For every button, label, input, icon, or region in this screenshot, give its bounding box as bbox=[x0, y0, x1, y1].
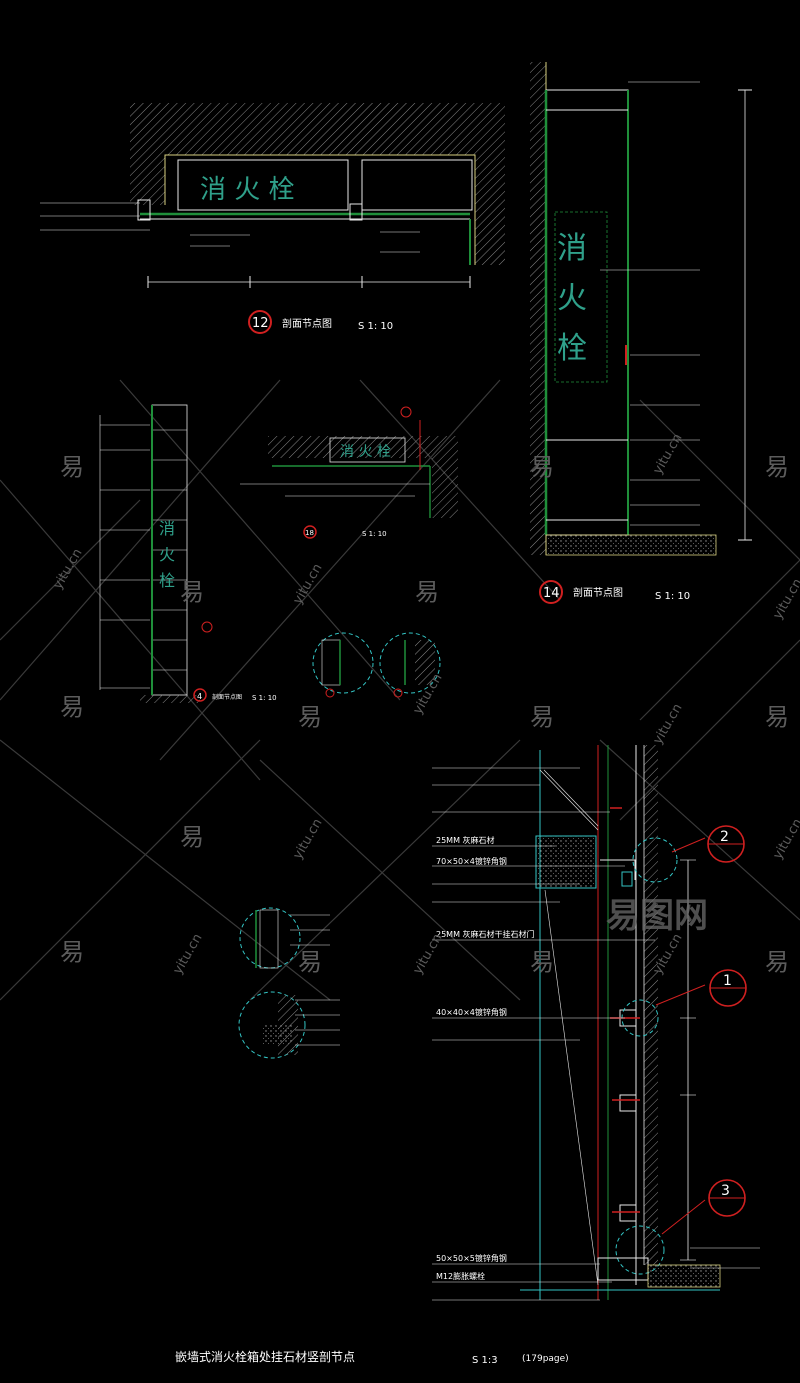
detail-18-scale: S 1: 10 bbox=[362, 530, 387, 538]
wm-url-3: yitu.cn bbox=[650, 431, 685, 477]
detail-marker-3-number: 3 bbox=[721, 1183, 730, 1199]
wm-char-14: 易 bbox=[765, 948, 789, 976]
callout-stone-25: 25MM 灰麻石材 bbox=[436, 835, 495, 845]
detail-marker-1: 1 bbox=[709, 969, 747, 1007]
detail-4-scale: S 1: 10 bbox=[252, 694, 277, 702]
wm-url-6: yitu.cn bbox=[770, 576, 800, 622]
fire-hydrant-vertical-1: 消 bbox=[557, 231, 587, 266]
wm-char-12: 易 bbox=[298, 948, 322, 976]
wm-char-8: 易 bbox=[530, 703, 554, 731]
wm-char-11: 易 bbox=[60, 938, 84, 966]
wm-char-10: 易 bbox=[180, 823, 204, 851]
wm-char-9: 易 bbox=[765, 703, 789, 731]
wm-url-2: yitu.cn bbox=[290, 561, 325, 607]
detail-4-title: 4 剖面节点图 S 1: 10 bbox=[193, 688, 277, 702]
bottom-page: (179page) bbox=[522, 1354, 569, 1364]
fire-hydrant-small-3: 栓 bbox=[159, 571, 175, 590]
detail-12-title-text: 剖面节点图 bbox=[282, 317, 332, 330]
enlarged-nodes-lower bbox=[238, 907, 340, 1059]
callout-angle-40: 40×40×4镀锌角钢 bbox=[436, 1007, 507, 1017]
detail-14-title-text: 剖面节点图 bbox=[573, 586, 623, 599]
wm-url-9: yitu.cn bbox=[410, 931, 445, 977]
detail-4-number: 4 bbox=[197, 692, 202, 701]
detail-14-scale: S 1: 10 bbox=[655, 591, 690, 602]
detail-14-elevation bbox=[530, 62, 752, 556]
callout-stone-door: 25MM 灰麻石材干挂石材门 bbox=[436, 929, 535, 939]
callout-angle-70: 70×50×4镀锌角钢 bbox=[436, 856, 507, 866]
wm-url-11: yitu.cn bbox=[770, 816, 800, 862]
fire-hydrant-small-2: 火 bbox=[159, 545, 175, 564]
callout-angle-50: 50×50×5镀锌角钢 bbox=[436, 1253, 507, 1263]
wm-char-3: 易 bbox=[765, 453, 789, 481]
detail-marker-1-number: 1 bbox=[723, 973, 732, 989]
detail-18-plan bbox=[240, 406, 458, 518]
wm-url-5: yitu.cn bbox=[650, 701, 685, 747]
fire-hydrant-label-18: 消 火 栓 bbox=[340, 444, 391, 460]
wm-char-2: 易 bbox=[530, 453, 554, 481]
enlarged-nodes-middle bbox=[312, 632, 441, 698]
wm-char-4: 易 bbox=[180, 578, 204, 606]
fire-hydrant-vertical-3: 栓 bbox=[557, 331, 587, 366]
fire-hydrant-small-1: 消 bbox=[159, 519, 175, 538]
fire-hydrant-label-12: 消 火 栓 bbox=[200, 175, 295, 205]
bottom-title: 嵌墙式消火栓箱处挂石材竖剖节点 bbox=[175, 1349, 355, 1364]
fire-hydrant-vertical-2: 火 bbox=[557, 281, 587, 316]
wm-char-13: 易 bbox=[530, 948, 554, 976]
wm-url-7: yitu.cn bbox=[290, 816, 325, 862]
detail-4-title-text: 剖面节点图 bbox=[212, 693, 242, 701]
wm-char-5: 易 bbox=[415, 578, 439, 606]
detail-12-plan bbox=[40, 103, 505, 288]
detail-18-number: 18 bbox=[305, 529, 314, 537]
callout-bolt-m12: M12膨胀螺栓 bbox=[436, 1271, 485, 1281]
detail-marker-3: 3 bbox=[708, 1179, 746, 1217]
wm-char-7: 易 bbox=[298, 703, 322, 731]
wm-url-8: yitu.cn bbox=[170, 931, 205, 977]
wm-logo: 易图网 bbox=[606, 896, 708, 936]
detail-18-title: 18 S 1: 10 bbox=[303, 525, 387, 539]
detail-14-title: 14 剖面节点图 S 1: 10 bbox=[539, 580, 690, 604]
detail-marker-2: 2 bbox=[707, 825, 745, 863]
wm-char-1: 易 bbox=[60, 453, 84, 481]
main-vertical-section bbox=[432, 745, 760, 1301]
detail-12-scale: S 1: 10 bbox=[358, 321, 393, 332]
bottom-scale: S 1:3 bbox=[472, 1355, 498, 1366]
detail-4-elevation bbox=[99, 404, 213, 703]
detail-marker-2-number: 2 bbox=[720, 829, 729, 845]
detail-12-number: 12 bbox=[252, 316, 269, 331]
wm-char-6: 易 bbox=[60, 693, 84, 721]
wm-url-1: yitu.cn bbox=[50, 546, 85, 592]
detail-14-number: 14 bbox=[543, 586, 560, 601]
detail-12-title: 12 剖面节点图 S 1: 10 bbox=[248, 310, 393, 334]
